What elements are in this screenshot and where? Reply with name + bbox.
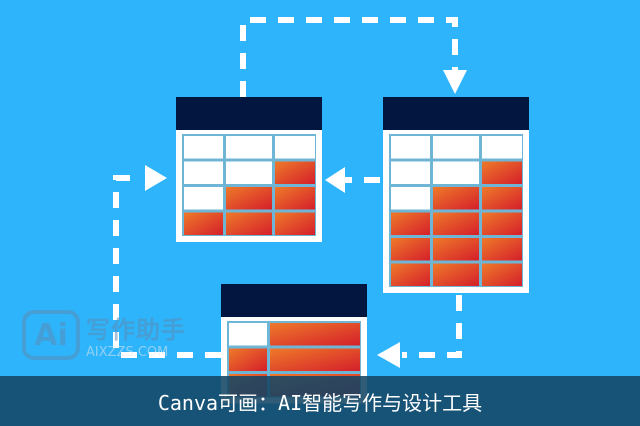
empty-cell xyxy=(275,136,315,159)
filled-cell xyxy=(482,161,522,184)
empty-cell xyxy=(482,136,522,159)
watermark: Ai 写作助手 AIXZZS.COM xyxy=(22,310,186,360)
arrow-left-icon xyxy=(325,167,345,193)
arrow-right-icon xyxy=(145,165,167,191)
filled-cell xyxy=(226,212,272,235)
filled-cell xyxy=(482,263,522,286)
watermark-name: 写作助手 xyxy=(86,316,186,344)
table xyxy=(176,97,322,242)
filled-cell xyxy=(229,348,267,371)
filled-cell xyxy=(270,348,360,371)
empty-cell xyxy=(226,161,272,184)
filled-cell xyxy=(270,323,360,346)
filled-cell xyxy=(275,161,315,184)
watermark-domain: AIXZZS.COM xyxy=(86,345,169,360)
filled-cell xyxy=(184,212,223,235)
table-header xyxy=(383,97,529,130)
filled-cell xyxy=(226,187,272,210)
filled-cell xyxy=(391,238,430,261)
filled-cell xyxy=(391,263,430,286)
arrowheads xyxy=(145,70,467,368)
filled-cell xyxy=(482,238,522,261)
filled-cell xyxy=(433,187,479,210)
empty-cell xyxy=(229,323,267,346)
filled-cell xyxy=(433,263,479,286)
table-header xyxy=(176,97,322,130)
filled-cell xyxy=(433,212,479,235)
filled-cell xyxy=(482,187,522,210)
filled-cell xyxy=(482,212,522,235)
filled-cell xyxy=(275,212,315,235)
empty-cell xyxy=(391,187,430,210)
watermark-logo: Ai xyxy=(22,310,80,360)
filled-cell xyxy=(275,187,315,210)
empty-cell xyxy=(391,136,430,159)
empty-cell xyxy=(184,136,223,159)
caption-bar: Canva可画：AI智能写作与设计工具 xyxy=(0,376,640,426)
empty-cell xyxy=(184,187,223,210)
dashed-arrows xyxy=(113,17,462,358)
empty-cell xyxy=(391,161,430,184)
arrow-down-icon xyxy=(443,70,467,94)
filled-cell xyxy=(391,212,430,235)
empty-cell xyxy=(433,136,479,159)
empty-cell xyxy=(433,161,479,184)
empty-cell xyxy=(226,136,272,159)
table-header xyxy=(221,284,367,317)
filled-cell xyxy=(433,238,479,261)
arrow-left-icon xyxy=(377,342,400,368)
table xyxy=(383,97,529,293)
table-grid xyxy=(389,134,523,287)
empty-cell xyxy=(184,161,223,184)
